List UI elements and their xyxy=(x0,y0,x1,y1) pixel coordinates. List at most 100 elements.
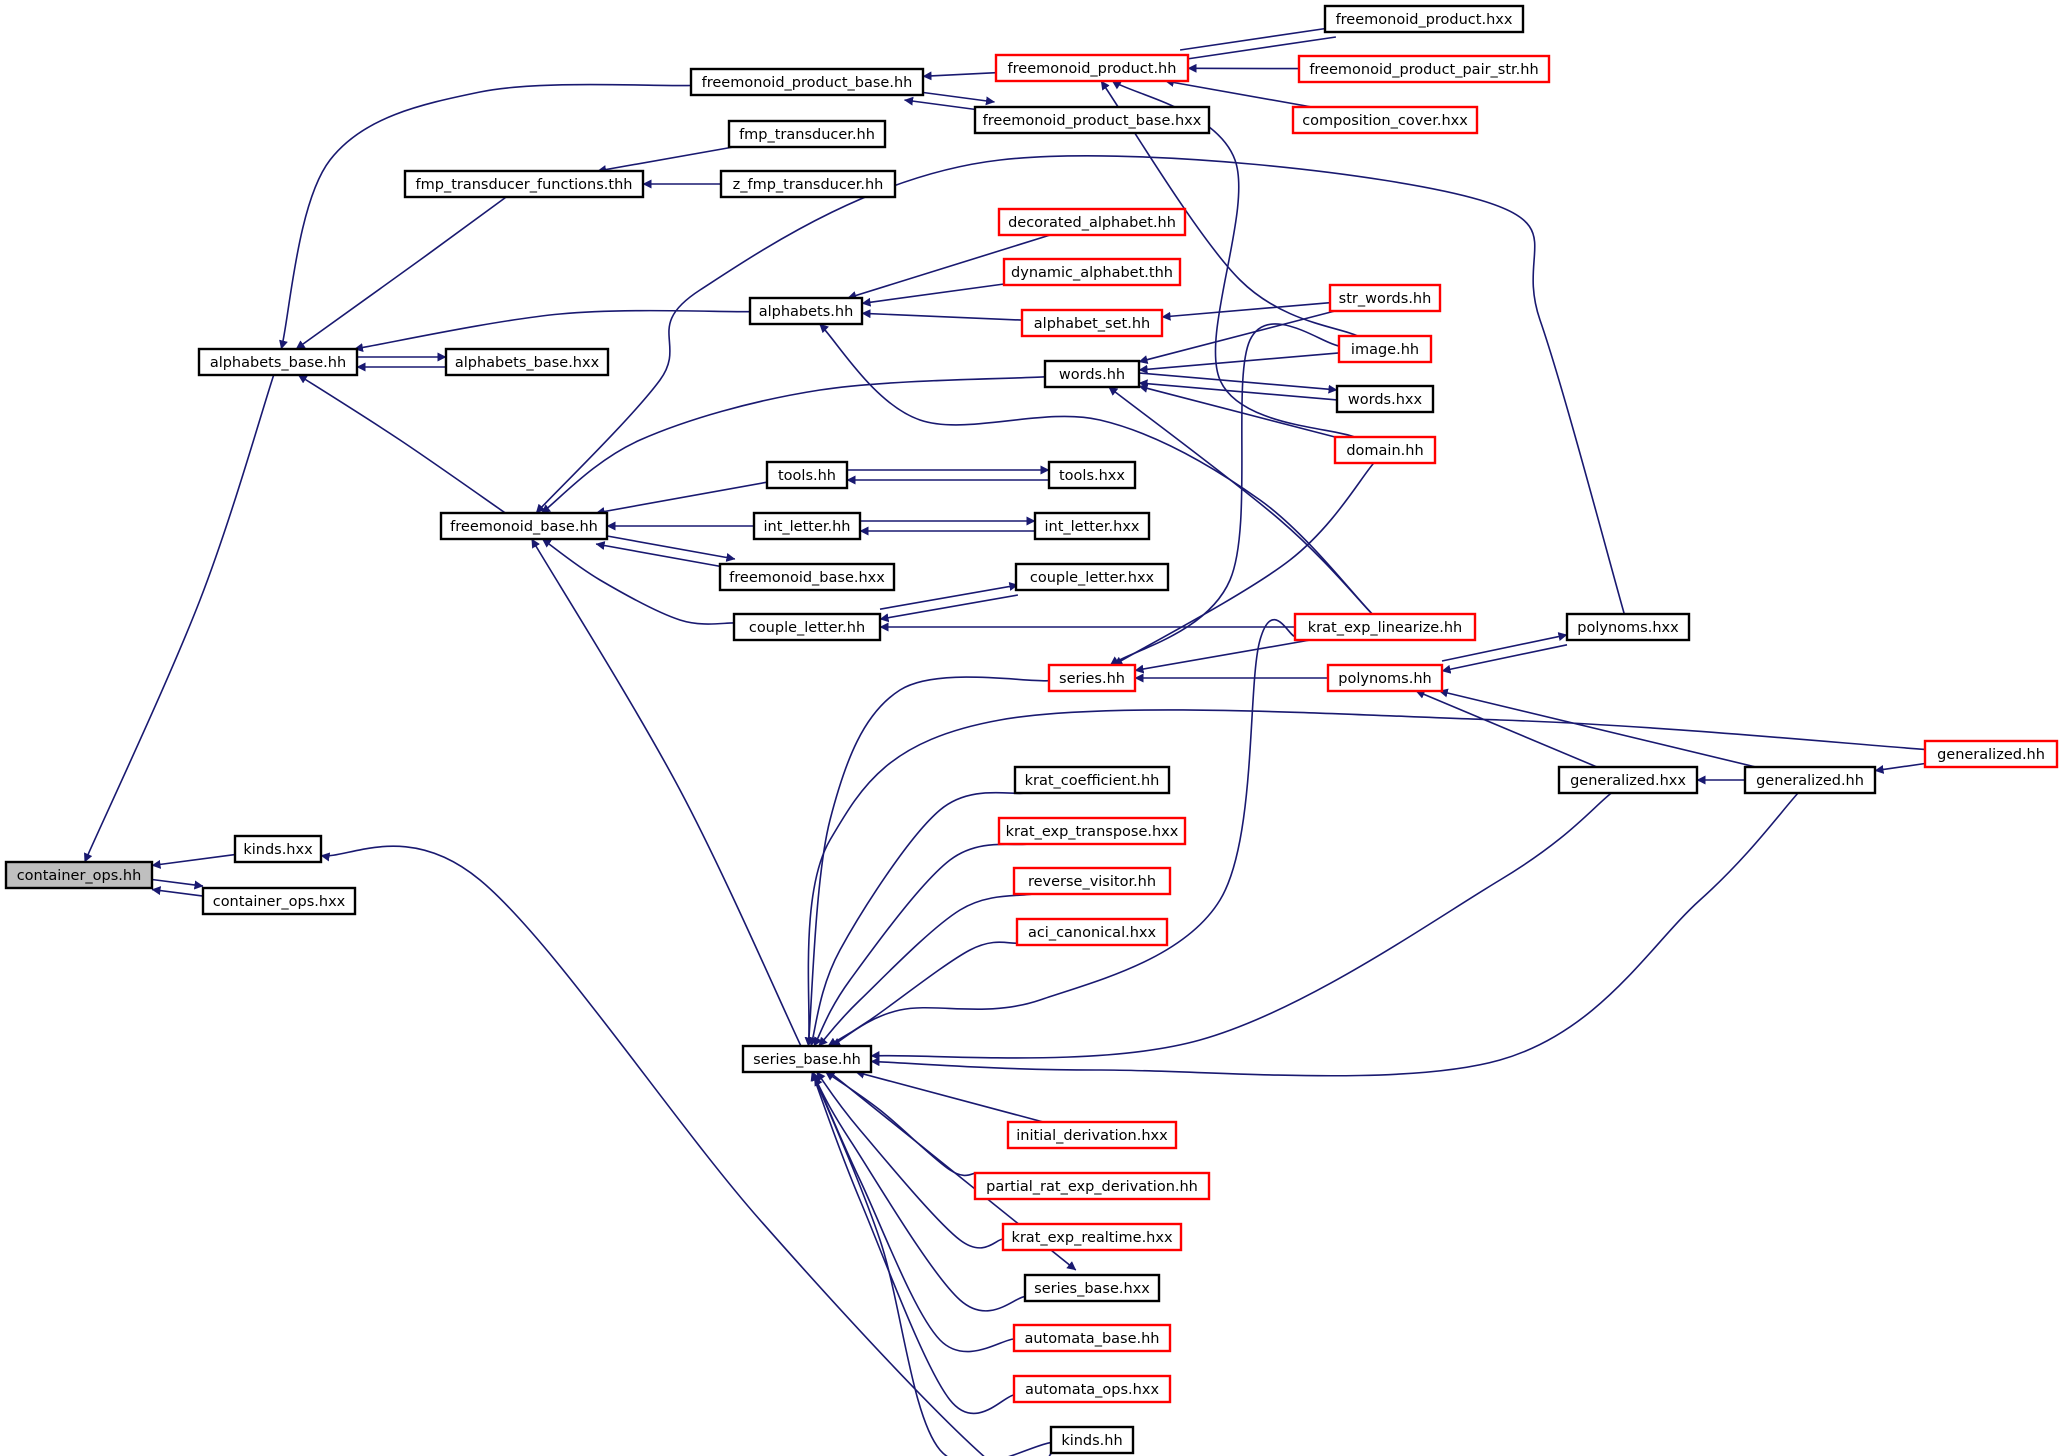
node-label: fmp_transducer_functions.thh xyxy=(416,177,633,193)
node-alphabet-set-hh[interactable]: alphabet_set.hh xyxy=(1020,308,1164,338)
node-box xyxy=(1047,663,1137,693)
edge-series-base-hxx-to-series-base-hh xyxy=(813,1076,1026,1312)
node-box xyxy=(1043,359,1141,389)
node-label: words.hxx xyxy=(1348,392,1423,408)
node-words-hh[interactable]: words.hh xyxy=(1043,359,1141,389)
node-box xyxy=(1013,765,1171,795)
edge-freemonoid-product-hxx-to-freemonoid-product-hh xyxy=(1179,36,1337,64)
node-alphabets-base-hh[interactable]: alphabets_base.hh xyxy=(197,347,359,377)
node-label: alphabets_base.hh xyxy=(210,355,346,371)
node-freemonoid-base-hxx[interactable]: freemonoid_base.hxx xyxy=(718,562,896,592)
node-polynoms-hh[interactable]: polynoms.hh xyxy=(1326,663,1444,693)
node-box xyxy=(719,169,897,199)
node-box xyxy=(1333,435,1437,465)
edge-container-ops-hxx-to-container-ops-hh xyxy=(151,886,204,897)
node-couple-letter-hxx[interactable]: couple_letter.hxx xyxy=(1014,562,1170,592)
node-generalized-hh[interactable]: generalized.hh xyxy=(1743,765,1877,795)
edge-couple-letter-hxx-to-couple-letter-hh xyxy=(879,594,1019,623)
node-label: aci_canonical.hxx xyxy=(1028,925,1157,941)
node-container-ops-hh[interactable]: container_ops.hh xyxy=(4,860,154,890)
node-label: int_letter.hxx xyxy=(1045,519,1140,535)
edge-reverse-visitor-hh-to-series-base-hh xyxy=(818,893,1033,1047)
node-couple-letter-hh[interactable]: couple_letter.hh xyxy=(732,612,882,642)
node-generalized-hh-red[interactable]: generalized.hh xyxy=(1923,739,2059,769)
node-partial-rat-exp-derivation-hh[interactable]: partial_rat_exp_derivation.hh xyxy=(973,1171,1211,1201)
edge-series-base-hh-to-freemonoid-base-hh xyxy=(531,538,802,1047)
node-box xyxy=(1049,1425,1135,1455)
node-box xyxy=(997,816,1187,846)
node-box xyxy=(727,119,887,149)
node-box xyxy=(1006,1120,1178,1150)
node-series-hh[interactable]: series.hh xyxy=(1047,663,1137,693)
node-label: composition_cover.hxx xyxy=(1302,113,1468,129)
node-int-letter-hh[interactable]: int_letter.hh xyxy=(752,511,862,541)
node-label: freemonoid_product.hxx xyxy=(1336,12,1513,28)
node-box xyxy=(1291,105,1479,135)
node-box xyxy=(1335,384,1435,414)
node-label: series.hh xyxy=(1059,671,1125,687)
node-kinds-hxx[interactable]: kinds.hxx xyxy=(233,834,323,864)
node-reverse-visitor-hh[interactable]: reverse_visitor.hh xyxy=(1012,866,1172,896)
edge-words-hh-to-words-hxx xyxy=(1138,372,1338,394)
node-label: kinds.hxx xyxy=(243,842,313,858)
node-box xyxy=(444,347,610,377)
node-krat-exp-realtime-hxx[interactable]: krat_exp_realtime.hxx xyxy=(1001,1222,1183,1252)
node-polynoms-hxx[interactable]: polynoms.hxx xyxy=(1565,612,1691,642)
node-int-letter-hxx[interactable]: int_letter.hxx xyxy=(1033,511,1151,541)
edge-decorated-alphabet-hh-to-alphabets-hh xyxy=(847,234,1051,300)
node-freemonoid-product-pair-str-hh[interactable]: freemonoid_product_pair_str.hh xyxy=(1297,54,1551,84)
node-image-hh[interactable]: image.hh xyxy=(1337,334,1433,364)
node-freemonoid-base-hh[interactable]: freemonoid_base.hh xyxy=(439,511,609,541)
node-series-base-hh[interactable]: series_base.hh xyxy=(741,1044,873,1074)
node-composition-cover-hxx[interactable]: composition_cover.hxx xyxy=(1291,105,1479,135)
node-container-ops-hxx[interactable]: container_ops.hxx xyxy=(201,886,357,916)
node-generalized-hxx[interactable]: generalized.hxx xyxy=(1557,765,1699,795)
node-box xyxy=(997,207,1187,237)
node-box xyxy=(1033,511,1151,541)
node-freemonoid-product-hxx[interactable]: freemonoid_product.hxx xyxy=(1323,4,1525,34)
edge-freemonoid-product-base-hh-to-alphabets-base-hh xyxy=(279,83,692,350)
edge-freemonoid-base-hh-to-alphabets-base-hh xyxy=(297,374,506,514)
node-label: freemonoid_product_pair_str.hh xyxy=(1309,62,1538,78)
edge-couple-letter-hh-to-freemonoid-base-hh xyxy=(541,538,735,625)
node-label: alphabets.hh xyxy=(759,304,854,320)
node-krat-exp-transpose-hxx[interactable]: krat_exp_transpose.hxx xyxy=(997,816,1187,846)
node-label: freemonoid_product.hh xyxy=(1008,61,1177,77)
node-freemonoid-product-hh[interactable]: freemonoid_product.hh xyxy=(994,53,1190,83)
node-label: z_fmp_transducer.hh xyxy=(733,177,884,193)
node-aci-canonical-hxx[interactable]: aci_canonical.hxx xyxy=(1015,917,1169,947)
node-alphabets-hh[interactable]: alphabets.hh xyxy=(748,296,864,326)
node-dynamic-alphabet-thh[interactable]: dynamic_alphabet.thh xyxy=(1002,257,1182,287)
node-freemonoid-product-base-hh[interactable]: freemonoid_product_base.hh xyxy=(689,67,925,97)
node-kinds-hh[interactable]: kinds.hh xyxy=(1049,1425,1135,1455)
node-words-hxx[interactable]: words.hxx xyxy=(1335,384,1435,414)
node-alphabets-base-hxx[interactable]: alphabets_base.hxx xyxy=(444,347,610,377)
node-decorated-alphabet-hh[interactable]: decorated_alphabet.hh xyxy=(997,207,1187,237)
node-box xyxy=(765,460,849,490)
node-label: generalized.hh xyxy=(1756,773,1864,789)
node-label: image.hh xyxy=(1351,342,1419,358)
node-automata-base-hh[interactable]: automata_base.hh xyxy=(1012,1323,1172,1353)
node-str-words-hh[interactable]: str_words.hh xyxy=(1328,283,1442,313)
node-tools-hxx[interactable]: tools.hxx xyxy=(1047,460,1137,490)
node-z-fmp-transducer-hh[interactable]: z_fmp_transducer.hh xyxy=(719,169,897,199)
node-fmp-transducer-functions-thh[interactable]: fmp_transducer_functions.thh xyxy=(403,169,645,199)
node-krat-exp-linearize-hh[interactable]: krat_exp_linearize.hh xyxy=(1293,612,1477,642)
node-label: container_ops.hh xyxy=(17,868,142,884)
node-initial-derivation-hxx[interactable]: initial_derivation.hxx xyxy=(1006,1120,1178,1150)
node-automata-ops-hxx[interactable]: automata_ops.hxx xyxy=(1012,1374,1172,1404)
node-layer: container_ops.hh kinds.hxx container_ops.h… xyxy=(4,4,2059,1455)
node-label: polynoms.hh xyxy=(1338,671,1431,687)
edge-automata-ops-hxx-to-series-base-hh xyxy=(810,1071,1015,1415)
node-domain-hh[interactable]: domain.hh xyxy=(1333,435,1437,465)
node-series-base-hxx[interactable]: series_base.hxx xyxy=(1023,1273,1161,1303)
node-krat-coefficient-hh[interactable]: krat_coefficient.hh xyxy=(1013,765,1171,795)
node-label: fmp_transducer.hh xyxy=(739,127,875,143)
node-box xyxy=(197,347,359,377)
node-label: domain.hh xyxy=(1346,443,1423,459)
edge-aci-canonical-hxx-to-series-base-hh xyxy=(827,941,1018,1047)
node-tools-hh[interactable]: tools.hh xyxy=(765,460,849,490)
edge-str-words-hh-to-words-hh xyxy=(1138,310,1336,365)
node-freemonoid-product-base-hxx[interactable]: freemonoid_product_base.hxx xyxy=(973,105,1211,135)
node-fmp-transducer-hh[interactable]: fmp_transducer.hh xyxy=(727,119,887,149)
